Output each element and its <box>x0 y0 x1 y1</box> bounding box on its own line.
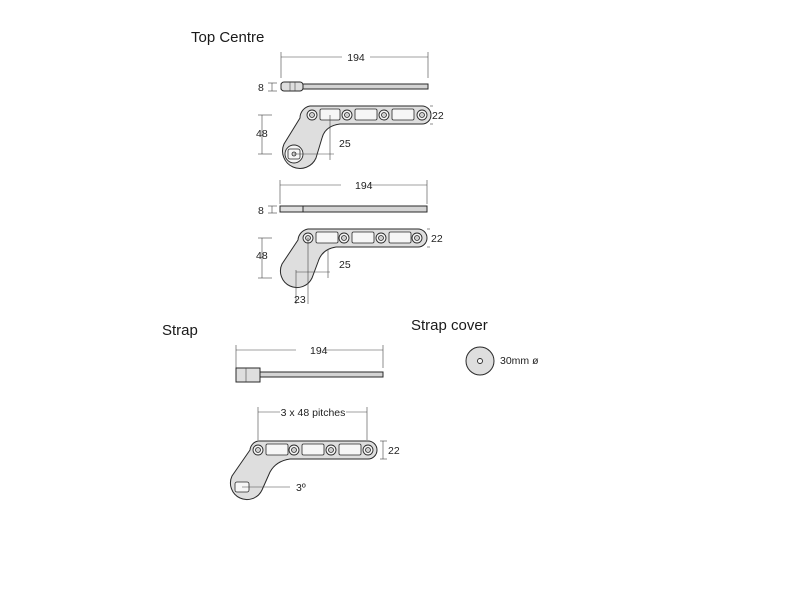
dimension-width-1: 22 <box>432 110 444 122</box>
strap-plan-view: 3 x 48 pitches 3º 22 <box>229 407 400 501</box>
strap-cover-size: 30mm ø <box>500 355 539 367</box>
dimension-offset-1: 48 <box>256 128 268 140</box>
dimension-offset-2: 48 <box>256 250 268 262</box>
dimension-length-2: 194 <box>355 180 373 192</box>
dimension-length-3: 194 <box>310 345 328 357</box>
dimension-radius-1: 25 <box>339 138 351 150</box>
strap-side-view: 194 <box>235 345 384 383</box>
dimension-angle-3: 3º <box>296 482 306 494</box>
dimension-pitches: 3 x 48 pitches <box>281 407 346 419</box>
top-centre-arm-2-plan-view: 25 23 48 22 <box>256 228 443 306</box>
dimension-pivot-2: 23 <box>294 294 306 306</box>
section-title-top-centre: Top Centre <box>191 29 264 46</box>
dimension-width-3: 22 <box>388 445 400 457</box>
top-centre-arm-1-plan-view: 25 48 22 <box>256 105 444 169</box>
top-centre-arm-2-side-view: 194 8 <box>258 180 428 217</box>
dimension-length-1: 194 <box>347 52 365 64</box>
dimension-width-2: 22 <box>431 233 443 245</box>
dimension-thickness-1: 8 <box>258 82 264 94</box>
dimension-thickness-2: 8 <box>258 205 264 217</box>
strap-cover-view: 30mm ø <box>465 346 539 376</box>
section-title-strap-cover: Strap cover <box>411 317 488 334</box>
section-title-strap: Strap <box>162 322 198 339</box>
dimension-radius-2: 25 <box>339 259 351 271</box>
top-centre-arm-1-side-view: 194 8 <box>258 52 429 94</box>
